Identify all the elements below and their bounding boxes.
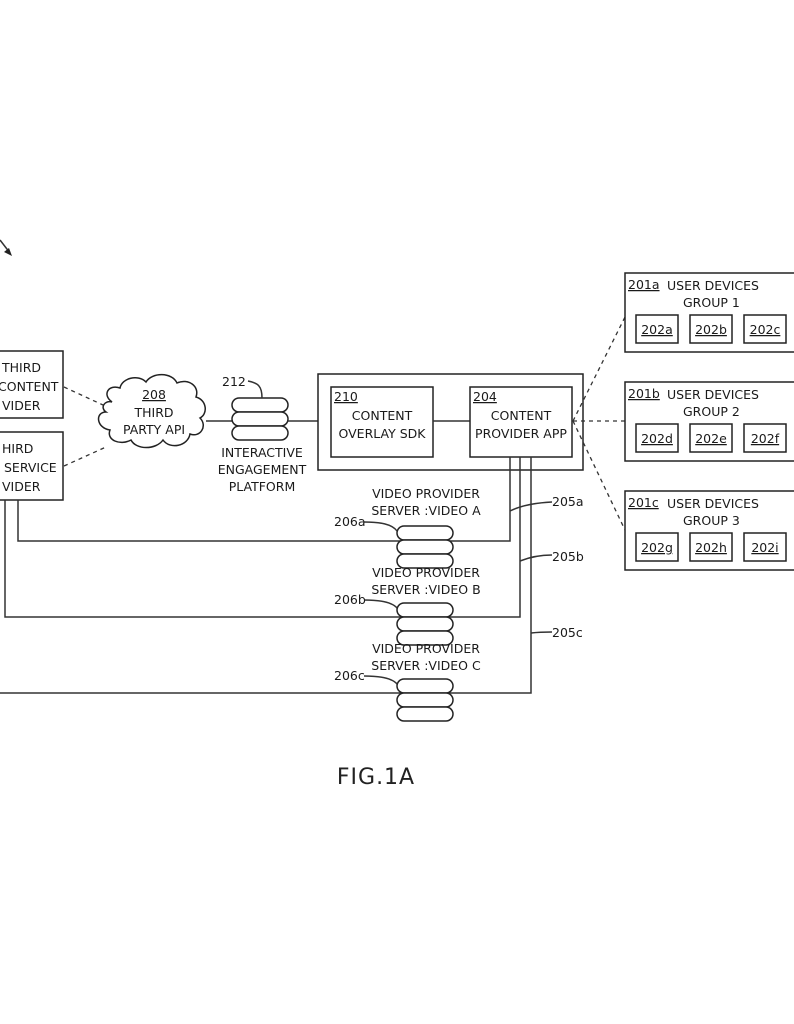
server-label-line: SERVER :VIDEO B <box>371 582 480 597</box>
link-205b <box>4 457 521 618</box>
system-pointer-arrow <box>0 239 12 256</box>
dashed-link-group-3 <box>572 420 626 531</box>
link-ref: 205a <box>552 494 584 509</box>
leader-205b <box>519 554 553 562</box>
device-label: 202f <box>751 431 780 446</box>
user-devices-group-2: 201b USER DEVICES GROUP 2 202d 202e 202f <box>624 381 794 462</box>
figure-label: FIG.1A <box>337 765 415 790</box>
sdk-label-line: OVERLAY SDK <box>339 426 427 441</box>
platform-label-line: INTERACTIVE <box>221 445 303 460</box>
device-label: 202c <box>750 322 781 337</box>
device-label: 202g <box>641 540 673 555</box>
third-party-api-cloud: 208 THIRD PARTY API <box>97 373 206 449</box>
user-devices-group-1: 201a USER DEVICES GROUP 1 202a 202b 202c <box>624 272 794 353</box>
app-label-line: PROVIDER APP <box>475 426 567 441</box>
box-label-line: VIDER <box>2 398 41 413</box>
ref-number: 210 <box>334 389 358 404</box>
cloud-label-line: PARTY API <box>123 422 185 437</box>
link-205a <box>17 457 511 542</box>
link-205c <box>0 457 532 694</box>
link-ref: 205c <box>552 625 583 640</box>
interactive-engagement-platform-stack: 212 INTERACTIVE ENGAGEMENT PLATFORM <box>218 374 307 494</box>
server-label-line: VIDEO PROVIDER <box>372 565 480 580</box>
user-devices-group-3: 201c USER DEVICES GROUP 3 202g 202h 202i <box>624 490 794 571</box>
content-provider-app-box: 204 CONTENT PROVIDER APP <box>469 386 573 458</box>
third-party-content-provider-box: THIRD CONTENT VIDER <box>0 350 64 419</box>
server-label-line: VIDEO PROVIDER <box>372 641 480 656</box>
third-party-service-provider-box: HIRD SERVICE VIDER <box>0 431 64 501</box>
group-name: GROUP 1 <box>683 295 740 310</box>
ref-number: 206c <box>334 668 365 683</box>
box-label-line: VIDER <box>2 479 41 494</box>
box-label-line: THIRD <box>1 360 41 375</box>
device-label: 202e <box>695 431 727 446</box>
group-title: USER DEVICES <box>667 387 759 402</box>
ref-number: 206a <box>334 514 366 529</box>
server-label-line: SERVER :VIDEO C <box>371 658 481 673</box>
server-label-line: VIDEO PROVIDER <box>372 486 480 501</box>
group-name: GROUP 2 <box>683 404 740 419</box>
platform-label-line: PLATFORM <box>229 479 296 494</box>
box-label-line: SERVICE <box>4 460 57 475</box>
dashed-link-content-provider <box>63 386 104 406</box>
device-label: 202d <box>641 431 673 446</box>
ref-number: 201a <box>628 277 660 292</box>
ref-number: 206b <box>334 592 366 607</box>
device-label: 202b <box>695 322 727 337</box>
group-name: GROUP 3 <box>683 513 740 528</box>
platform-label-line: ENGAGEMENT <box>218 462 307 477</box>
ref-number: 201c <box>628 495 659 510</box>
ref-number: 201b <box>628 386 660 401</box>
video-server-a: VIDEO PROVIDER SERVER :VIDEO A 206a <box>334 486 481 569</box>
ref-number: 208 <box>142 387 166 402</box>
leader-205c <box>530 631 553 634</box>
device-label: 202h <box>695 540 727 555</box>
app-label-line: CONTENT <box>491 408 552 423</box>
cloud-label-line: THIRD <box>133 405 173 420</box>
link-ref: 205b <box>552 549 584 564</box>
group-title: USER DEVICES <box>667 278 759 293</box>
leader-205a <box>509 501 553 512</box>
sdk-label-line: CONTENT <box>352 408 413 423</box>
box-label-line: CONTENT <box>0 379 59 394</box>
group-title: USER DEVICES <box>667 496 759 511</box>
video-server-b: VIDEO PROVIDER SERVER :VIDEO B 206b <box>334 565 481 646</box>
dashed-link-service-provider <box>63 446 107 467</box>
device-label: 202a <box>641 322 673 337</box>
box-label-line: HIRD <box>2 441 33 456</box>
dashed-link-group-1 <box>572 316 626 422</box>
content-overlay-sdk-box: 210 CONTENT OVERLAY SDK <box>330 386 434 458</box>
device-label: 202i <box>751 540 778 555</box>
server-label-line: SERVER :VIDEO A <box>371 503 481 518</box>
ref-number: 212 <box>222 374 246 389</box>
ref-number: 204 <box>473 389 497 404</box>
video-server-c: VIDEO PROVIDER SERVER :VIDEO C 206c <box>334 641 481 722</box>
